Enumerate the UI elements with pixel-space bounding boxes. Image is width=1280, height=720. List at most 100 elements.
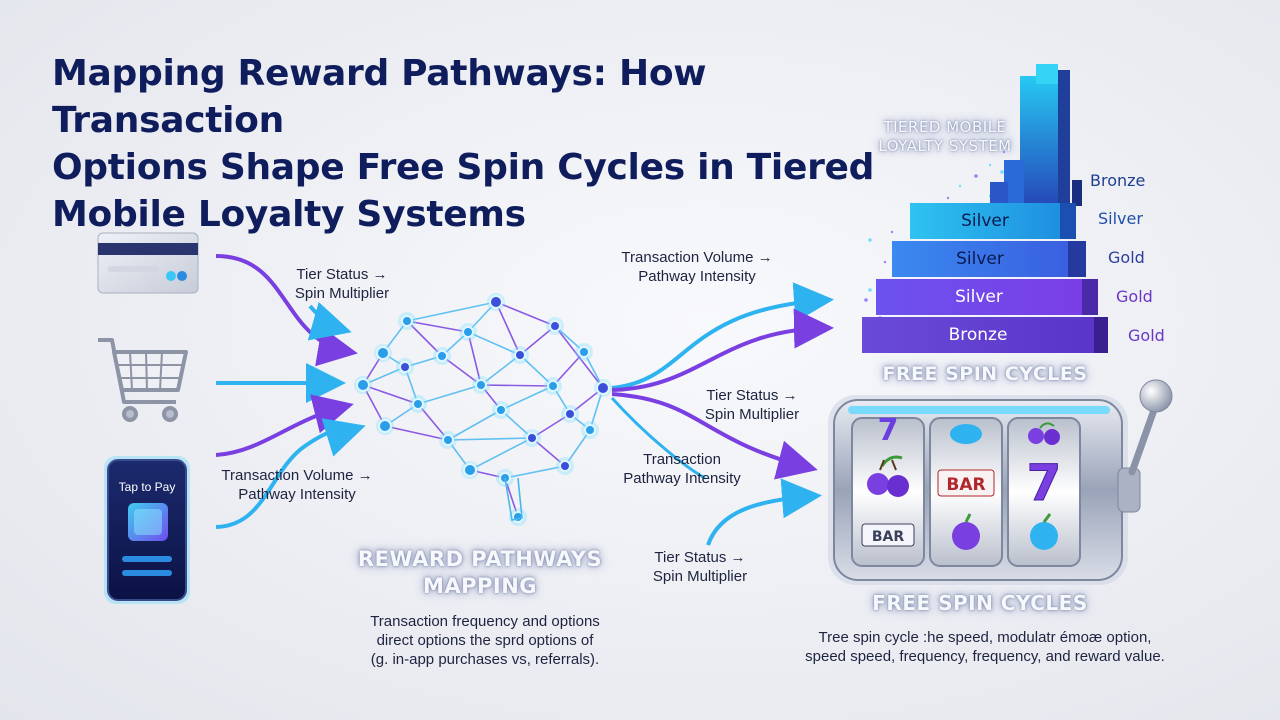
cherry-icon-small [1028,422,1060,445]
network-node [578,346,590,358]
title-line-1: Mapping Reward Pathways: How Transaction [52,53,707,141]
network-node [436,350,448,362]
transaction-pathway-line2: Pathway Intensity [623,470,741,487]
sparkle [958,184,962,188]
network-edge [469,437,533,471]
network-edge [362,384,419,405]
tier-step-bronze [862,317,1094,353]
center-caption-line2: direct options the sprd options of [376,632,594,649]
sparkle [946,196,950,200]
network-node [378,419,392,433]
shopping-cart-icon [98,338,188,422]
network-node [475,379,487,391]
plum-icon-bottom [952,513,980,550]
network-edge [554,325,604,389]
reward-pathways-line2: MAPPING [422,574,538,598]
network-edge [495,301,521,356]
title-line-3: Mobile Loyalty Systems [52,194,526,235]
network-node [559,460,571,472]
page-title: Mapping Reward Pathways: How Transaction… [52,50,912,238]
to-tier-arrow-2 [611,308,834,392]
transaction-volume-label-left: Transaction Volume → Pathway Intensity [212,466,382,504]
sparkle [890,230,894,234]
network-node [584,424,596,436]
network-edge [504,465,566,479]
tier-status-right-arrow [706,478,822,546]
transaction-volume-left-arrow [215,418,366,529]
transaction-volume-right-line1: Transaction Volume → [621,249,773,266]
tier-status-label-right-1: Tier Status → Spin Multiplier [692,386,812,424]
tier-side-label-2: Silver [1098,209,1143,228]
transaction-pathway-line1: Transaction [643,451,721,468]
tier-status-right1-line2: Spin Multiplier [704,406,800,423]
transaction-pathway-label-right: Transaction Pathway Intensity [612,450,752,488]
network-node [495,404,507,416]
to-slot-arrow-1 [611,392,818,480]
tier-status-label-left: Tier Status → Spin Multiplier [282,265,402,303]
slot-caption-line2: speed speed, frequency, frequency, and r… [805,648,1165,665]
tier-step-label-1: Silver [961,211,1009,231]
network-edge [495,301,556,327]
network-node [376,346,390,360]
network-edge [480,384,554,387]
network-edge [362,384,386,427]
phone-icon [104,456,190,604]
network-node [356,378,370,392]
network-edge [519,354,554,387]
to-tier-arrow-1 [611,282,834,390]
card-flow-arrow [215,254,358,367]
tier-side-label-4: Gold [1116,287,1153,306]
tier-status-right2-line1: Tier Status → [654,549,746,566]
network-edge [480,354,521,386]
network-node [564,408,576,420]
tier-footer-heading: FREE SPIN CYCLES [882,363,1088,385]
network-edge [519,325,556,356]
tier-status-left-line1: Tier Status → [296,266,388,283]
slot-machine: 7 BAR BAR 7 [828,379,1173,585]
phone-title: Tap to Pay [118,480,176,494]
slot-lever [1117,379,1173,513]
network-edge [406,320,443,357]
transaction-volume-left-line2: Pathway Intensity [238,486,356,503]
reward-pathways-caption: Transaction frequency and options direct… [345,612,625,669]
network-edge [504,477,519,518]
network-edge [500,385,554,411]
sparkle [868,288,872,292]
tier-step-label-3: Silver [955,287,1003,307]
sparkle [864,298,868,302]
tier-step-silver-2 [892,241,1068,277]
to-slot-arrow-2 [610,396,706,480]
tier-side-label-1: Bronze [1090,171,1146,190]
reel3-seven: 7 [1027,454,1062,512]
sparkle [988,163,992,167]
cherry-icon [867,455,909,497]
plum-icon-right [1030,513,1058,550]
center-caption-line3: (g. in-app purchases vs, referrals). [370,651,600,668]
network-edge [447,437,533,441]
tier-side-label-5: Gold [1128,326,1165,345]
network-edge [362,366,406,386]
network-edge [569,387,604,415]
tiered-loyalty-heading: TIERED MOBILE LOYALTY SYSTEM [862,118,1028,156]
sparkle [883,260,887,264]
network-edge [406,301,497,322]
title-line-2: Options Shape Free Spin Cycles in Tiered [52,147,875,188]
tier-status-right2-line2: Spin Multiplier [652,568,748,585]
network-node [442,434,454,446]
network-node [514,349,526,361]
network-edge [447,409,502,441]
tier-step-label-2: Silver [956,249,1004,269]
network-node [596,381,610,395]
network-edge [404,355,443,368]
tier-status-left-arrow [307,301,352,341]
credit-card-icon [97,232,199,294]
sparkle [1000,170,1004,174]
reel1-bar-label: BAR [872,529,905,545]
network-node [463,463,477,477]
free-spin-caption: Tree spin cycle :he speed, modulatr émoæ… [790,628,1180,666]
tier-heading-line2: LOYALTY SYSTEM [878,137,1012,155]
network-node [526,432,538,444]
sparkle [868,238,872,242]
network-edge [417,403,449,441]
network-node [401,315,413,327]
